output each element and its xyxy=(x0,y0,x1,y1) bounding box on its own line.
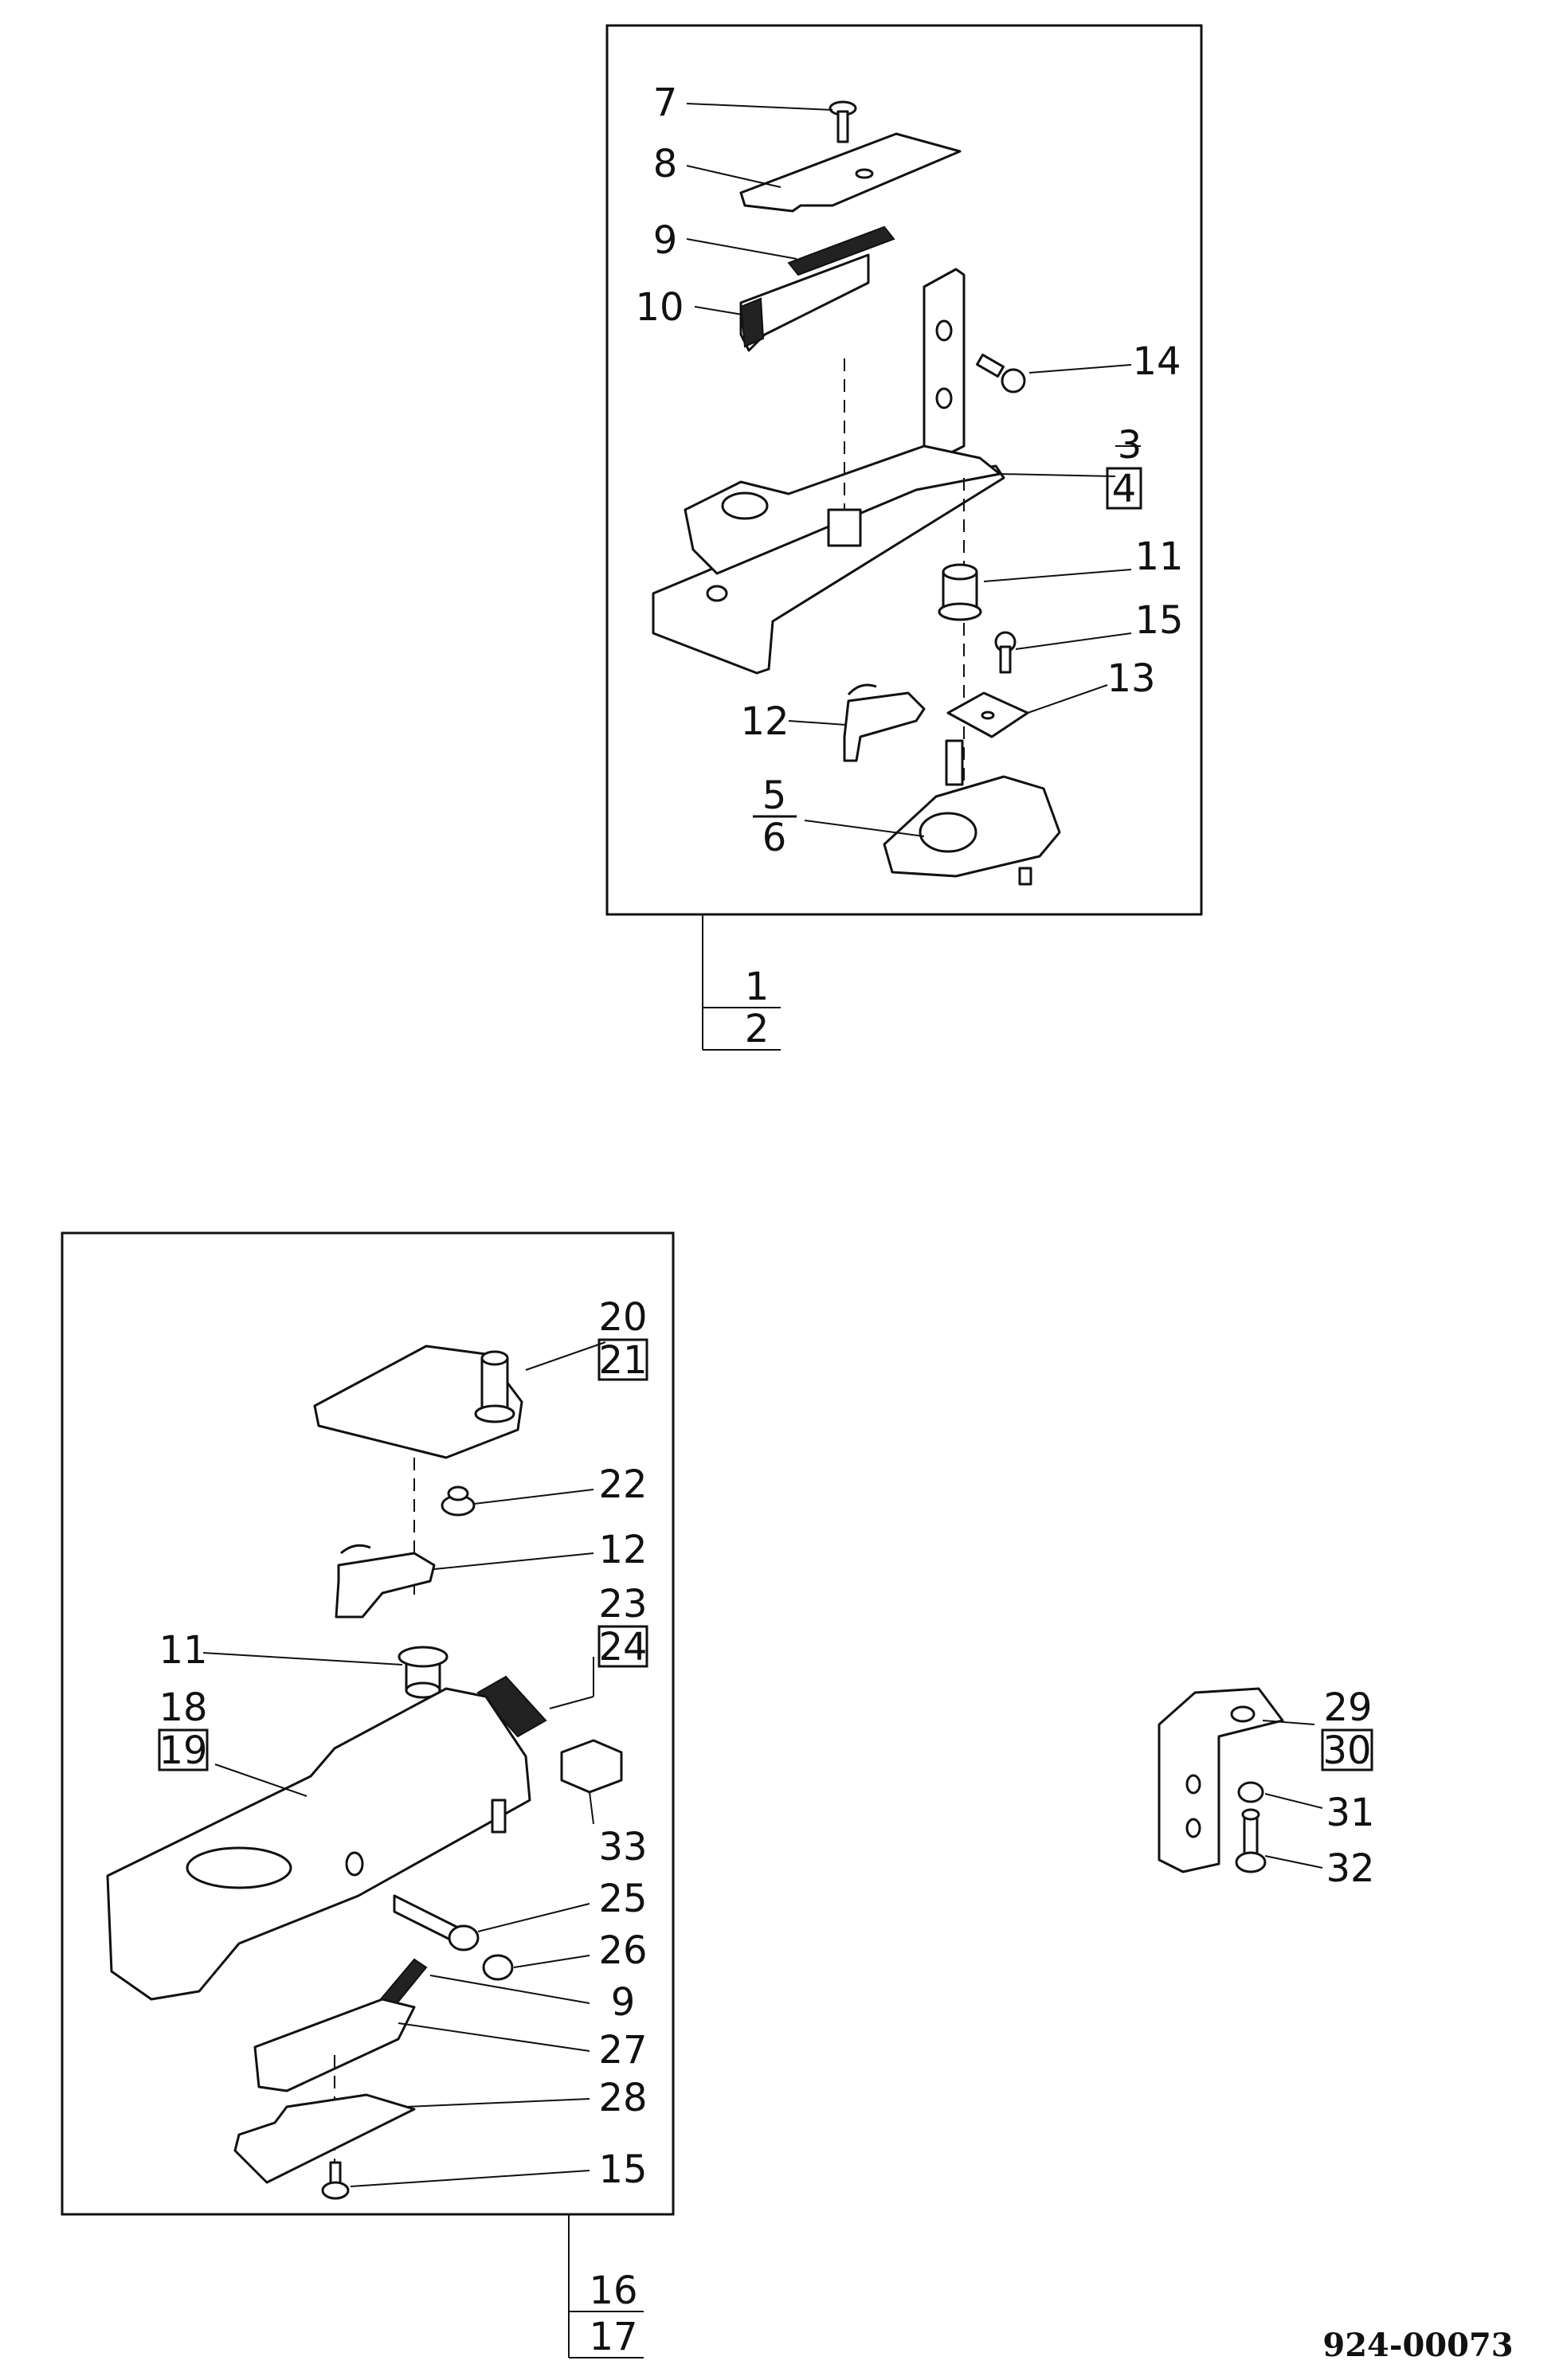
callout-5: 5 xyxy=(762,773,787,818)
callout-19-box xyxy=(158,1728,209,1771)
upper-assembly-frame xyxy=(605,24,1203,916)
lower-assembly: 16 17 xyxy=(61,1231,675,2359)
assembly-label-2: 2 xyxy=(745,1007,770,1051)
part-20-21-cover xyxy=(313,1345,523,1459)
part-15-screw-lower xyxy=(321,2161,350,2200)
callout-24: 24 xyxy=(598,1625,647,1670)
callout-24-box xyxy=(597,1625,648,1668)
callout-15: 15 xyxy=(1134,598,1183,643)
assembly-label-1: 1 xyxy=(745,965,770,1009)
part-32-screw xyxy=(1235,1808,1267,1873)
callout-12-lower: 12 xyxy=(598,1528,647,1572)
callout-8: 8 xyxy=(653,142,678,186)
part-28-plate xyxy=(233,2093,416,2184)
callout-11-lower: 11 xyxy=(159,1628,207,1673)
part-7-screw xyxy=(829,100,857,143)
upper-leaders xyxy=(686,103,1141,837)
drawing-number: 924-00073 xyxy=(1322,2327,1513,2364)
callout-6: 6 xyxy=(762,816,787,860)
lower-assembly-frame xyxy=(61,1231,675,2216)
callout-32: 32 xyxy=(1326,1846,1374,1891)
assembly-label-17: 17 xyxy=(589,2315,637,2359)
callout-21: 21 xyxy=(598,1338,647,1383)
main-frame-upright xyxy=(923,268,966,464)
bracket-assembly xyxy=(1158,1687,1284,1873)
part-26-cap xyxy=(482,1954,514,1981)
part-18-19-body xyxy=(106,1687,531,2001)
part-11-bushing-lower xyxy=(398,1646,449,1699)
part-11-bushing xyxy=(938,563,982,621)
callout-29: 29 xyxy=(1323,1685,1372,1730)
part-12-lever xyxy=(843,691,926,762)
part-15-screw xyxy=(994,631,1017,674)
part-31-nut xyxy=(1237,1781,1264,1803)
upper-assembly: 1 2 xyxy=(605,24,1203,1051)
callout-22: 22 xyxy=(598,1462,647,1507)
callout-23: 23 xyxy=(598,1582,647,1626)
callout-9: 9 xyxy=(653,218,678,263)
callout-13: 13 xyxy=(1107,656,1155,701)
callout-12: 12 xyxy=(740,699,789,744)
callout-11: 11 xyxy=(1134,534,1183,579)
callout-21-box xyxy=(597,1338,648,1381)
part-9-spring xyxy=(787,225,895,276)
callout-4: 4 xyxy=(1112,467,1137,511)
callout-30: 30 xyxy=(1322,1728,1371,1773)
callout-26: 26 xyxy=(598,1928,647,1973)
part-14-screw xyxy=(976,353,1026,393)
callout-4-box xyxy=(1106,467,1142,510)
callout-30-box xyxy=(1321,1728,1373,1771)
part-33-block xyxy=(560,1739,623,1794)
callout-20: 20 xyxy=(598,1295,647,1340)
part-22-nut xyxy=(441,1486,476,1517)
callout-9-lower: 9 xyxy=(611,1980,636,2025)
callout-7: 7 xyxy=(653,80,678,125)
callout-33: 33 xyxy=(598,1825,647,1869)
callout-3: 3 xyxy=(1118,423,1142,468)
callout-19: 19 xyxy=(159,1728,207,1773)
callout-14: 14 xyxy=(1132,339,1181,384)
part-8-plate xyxy=(739,132,962,213)
callout-31: 31 xyxy=(1326,1791,1374,1835)
callout-10: 10 xyxy=(635,285,684,330)
assembly-label-16: 16 xyxy=(589,2268,637,2313)
part-23-24-spring xyxy=(476,1675,547,1738)
callout-27: 27 xyxy=(598,2028,647,2073)
lower-leaders xyxy=(202,1341,606,2187)
bracket-leaders xyxy=(1262,1720,1323,1869)
part-10-block xyxy=(739,253,870,352)
part-29-30-bracket xyxy=(1158,1687,1284,1873)
callout-18: 18 xyxy=(159,1685,207,1730)
callout-28: 28 xyxy=(598,2076,647,2120)
callout-25: 25 xyxy=(598,1877,647,1921)
callout-15-lower: 15 xyxy=(598,2147,647,2192)
part-12-lever-lower xyxy=(335,1552,436,1619)
part-27-block xyxy=(253,1998,416,2092)
